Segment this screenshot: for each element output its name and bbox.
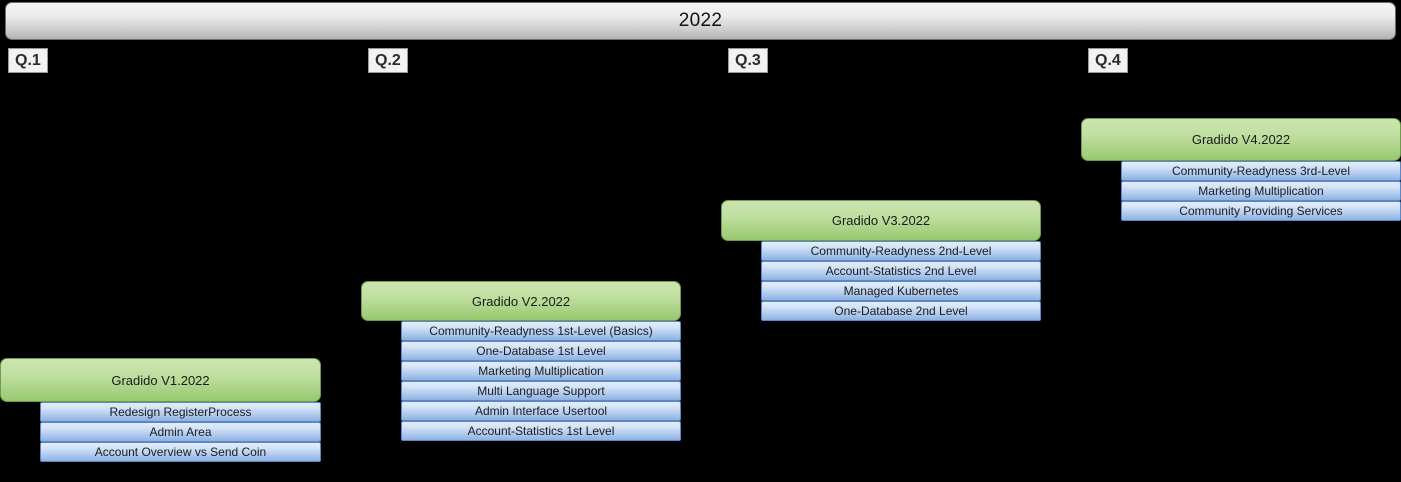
feature-label: Marketing Multiplication bbox=[1198, 184, 1324, 198]
feature-label: Community Providing Services bbox=[1179, 204, 1343, 218]
feature-list-v4: Community-Readyness 3rd-Level Marketing … bbox=[1121, 161, 1401, 221]
release-title-v4: Gradido V4.2022 bbox=[1191, 132, 1291, 147]
feature-label: One-Database 2nd Level bbox=[834, 304, 968, 318]
quarter-label-q1: Q.1 bbox=[8, 48, 48, 73]
feature-label: Community-Readyness 2nd-Level bbox=[810, 244, 992, 258]
feature-item[interactable]: Marketing Multiplication bbox=[1121, 181, 1401, 201]
feature-list-v3: Community-Readyness 2nd-Level Account-St… bbox=[761, 241, 1041, 321]
feature-item[interactable]: Managed Kubernetes bbox=[761, 281, 1041, 301]
release-title-v1: Gradido V1.2022 bbox=[111, 372, 210, 388]
feature-label: Community-Readyness 1st-Level (Basics) bbox=[429, 324, 653, 338]
feature-item[interactable]: One-Database 2nd Level bbox=[761, 301, 1041, 321]
release-title-v2: Gradido V2.2022 bbox=[471, 293, 571, 309]
feature-item[interactable]: Community-Readyness 3rd-Level bbox=[1121, 161, 1401, 181]
feature-label: Community-Readyness 3rd-Level bbox=[1171, 164, 1351, 178]
release-title-v3: Gradido V3.2022 bbox=[831, 213, 931, 228]
feature-item[interactable]: Marketing Multiplication bbox=[401, 361, 681, 381]
feature-label: Multi Language Support bbox=[477, 384, 605, 398]
feature-label: Admin Area bbox=[149, 425, 212, 439]
feature-item[interactable]: Account-Statistics 1st Level bbox=[401, 421, 681, 441]
year-header-bar: 2022 bbox=[5, 2, 1396, 40]
quarter-label-q4-text: Q.4 bbox=[1095, 51, 1121, 69]
feature-list-v2: Community-Readyness 1st-Level (Basics) O… bbox=[401, 321, 681, 441]
year-label: 2022 bbox=[678, 10, 723, 31]
feature-label: Managed Kubernetes bbox=[843, 284, 959, 298]
release-header-v1[interactable]: Gradido V1.2022 bbox=[0, 358, 321, 402]
feature-label: Admin Interface Usertool bbox=[474, 404, 608, 418]
feature-item[interactable]: Redesign RegisterProcess bbox=[40, 402, 321, 422]
quarter-label-q4: Q.4 bbox=[1088, 48, 1128, 73]
release-header-v3[interactable]: Gradido V3.2022 bbox=[721, 200, 1041, 241]
feature-item[interactable]: Admin Area bbox=[40, 422, 321, 442]
quarter-label-q1-text: Q.1 bbox=[15, 51, 41, 69]
quarter-label-q2: Q.2 bbox=[368, 48, 408, 73]
quarter-label-q3-text: Q.3 bbox=[735, 51, 761, 69]
release-header-v4[interactable]: Gradido V4.2022 bbox=[1081, 118, 1401, 161]
feature-item[interactable]: Admin Interface Usertool bbox=[401, 401, 681, 421]
feature-item[interactable]: Account-Statistics 2nd Level bbox=[761, 261, 1041, 281]
feature-label: One-Database 1st Level bbox=[476, 344, 606, 358]
feature-label: Account-Statistics 2nd Level bbox=[825, 264, 977, 278]
release-header-v2[interactable]: Gradido V2.2022 bbox=[361, 281, 681, 321]
feature-item[interactable]: Community Providing Services bbox=[1121, 201, 1401, 221]
quarter-label-q2-text: Q.2 bbox=[375, 51, 401, 69]
quarter-label-q3: Q.3 bbox=[728, 48, 768, 73]
feature-item[interactable]: Community-Readyness 2nd-Level bbox=[761, 241, 1041, 261]
feature-item[interactable]: Account Overview vs Send Coin bbox=[40, 442, 321, 462]
feature-item[interactable]: Community-Readyness 1st-Level (Basics) bbox=[401, 321, 681, 341]
feature-label: Account-Statistics 1st Level bbox=[467, 424, 615, 438]
feature-label: Marketing Multiplication bbox=[478, 364, 604, 378]
feature-item[interactable]: Multi Language Support bbox=[401, 381, 681, 401]
feature-label: Account Overview vs Send Coin bbox=[94, 445, 267, 459]
feature-label: Redesign RegisterProcess bbox=[109, 405, 252, 419]
feature-item[interactable]: One-Database 1st Level bbox=[401, 341, 681, 361]
feature-list-v1: Redesign RegisterProcess Admin Area Acco… bbox=[40, 402, 321, 462]
